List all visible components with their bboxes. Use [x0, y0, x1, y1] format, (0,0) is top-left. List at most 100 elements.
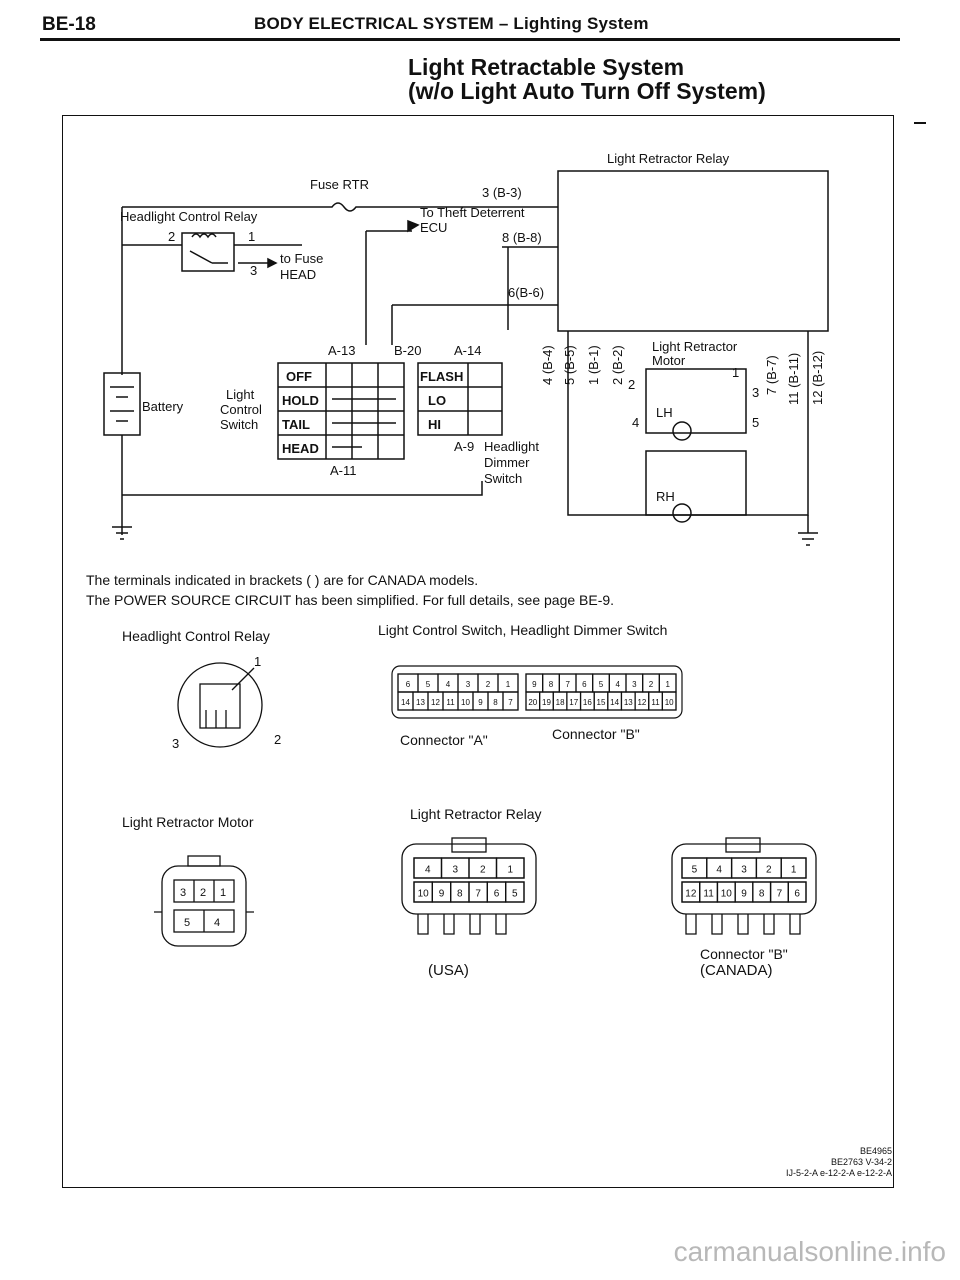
light-retractor-relay-label: Light Retractor Relay	[607, 151, 730, 166]
canada-top-pin-label: 5	[692, 864, 698, 875]
note-canada: The terminals indicated in brackets ( ) …	[86, 572, 479, 588]
dimmer-label-3: Switch	[484, 471, 522, 486]
battery-symbol	[110, 386, 134, 422]
motor-pin-bottom-1: 5	[184, 917, 190, 929]
connector-b-top-pin-label: 8	[549, 680, 554, 689]
usa-top-pin-label: 3	[452, 864, 458, 875]
terminal-8b8: 8 (B-8)	[502, 230, 542, 245]
relay-connector-outline	[177, 662, 263, 748]
relay-connector-body	[199, 683, 241, 729]
connector-a-bottom-pin-label: 9	[478, 698, 483, 707]
connector-b-bottom-pin-label: 18	[556, 698, 565, 707]
motor-pin-2: 2	[628, 377, 635, 392]
canada-bottom-pin-label: 6	[794, 888, 800, 899]
usa-top-cell	[495, 857, 525, 879]
b8-wire	[502, 246, 558, 330]
terminal-a11: A-11	[330, 463, 357, 478]
dimmer-hi: HI	[428, 417, 441, 432]
usa-bottom-pin-label: 10	[418, 888, 430, 899]
canada-connector-latch	[725, 837, 761, 853]
connector-b-bottom-pin-label: 17	[569, 698, 578, 707]
motor-label-2: Motor	[652, 353, 686, 368]
switch-connections	[332, 398, 396, 448]
connector-b-top-pin-label: 3	[632, 680, 637, 689]
switch-connector-outline	[391, 665, 683, 719]
canada-bottom-pin-label: 11	[703, 888, 714, 899]
usa-bottom-pin-label: 5	[512, 888, 518, 899]
terminal-3b3: 3 (B-3)	[482, 185, 522, 200]
edge-mark	[914, 122, 926, 124]
figure-frame	[62, 115, 894, 1188]
headlight-control-relay-title: Headlight Control Relay	[122, 628, 270, 644]
headlight-control-relay-connector: 1 2 3	[172, 654, 281, 751]
motor-connector-outline	[161, 865, 247, 947]
vterm-2b2: 2 (B-2)	[610, 345, 625, 385]
connector-b-top-pin-label: 2	[649, 680, 654, 689]
switch-tail: TAIL	[282, 417, 310, 432]
section-title: Light Retractable System	[408, 54, 685, 80]
motor-pin-4: 4	[632, 415, 639, 430]
light-retractor-relay-box	[557, 170, 829, 332]
dimmer-grid	[418, 363, 502, 435]
canada-top-pin-label: 3	[741, 864, 747, 875]
usa-bottom-pin-label: 7	[475, 888, 481, 899]
motor-pin-5: 5	[752, 415, 759, 430]
connector-b-bottom-cell	[661, 691, 677, 711]
motor-top-row	[173, 879, 235, 903]
watermark: carmanualsonline.info	[673, 1236, 946, 1267]
connector-a-top-pin-label: 4	[446, 680, 451, 689]
canada-caption: (CANADA)	[700, 962, 773, 979]
connector-b-canada-caption: Connector "B"	[700, 946, 788, 962]
vterm-12b12: 12 (B-12)	[810, 351, 825, 405]
ground-symbol-left	[112, 526, 132, 540]
usa-bottom-cell	[505, 881, 525, 903]
switch-hold: HOLD	[282, 393, 319, 408]
connector-b-bottom-pin-label: 11	[651, 698, 660, 707]
usa-caption: (USA)	[428, 962, 469, 979]
motor-rh-symbol	[672, 503, 692, 523]
usa-top-pin-label: 4	[425, 864, 431, 875]
terminal-b20: B-20	[394, 343, 421, 358]
usa-top-pin-label: 2	[480, 864, 486, 875]
motor-pin-top-3: 1	[220, 887, 226, 899]
canada-bottom-pin-label: 7	[777, 888, 783, 899]
motor-rh-box	[645, 450, 747, 516]
connector-b-top-pin-label: 4	[615, 680, 620, 689]
connector-b-bottom-pin-label: 10	[665, 698, 674, 707]
canada-connector-outline	[671, 843, 817, 915]
section-subtitle: (w/o Light Auto Turn Off System)	[408, 78, 766, 104]
vterm-5b5: 5 (B-5)	[562, 345, 577, 385]
to-fuse-head-label: HEAD	[280, 267, 316, 282]
vterm-7b7: 7 (B-7)	[764, 355, 779, 395]
motor-lh-symbol	[672, 421, 692, 441]
connector-a-bottom-pin-label: 11	[446, 698, 455, 707]
to-fuse-label: to Fuse	[280, 251, 323, 266]
canada-bottom-pin-label: 12	[685, 888, 697, 899]
figure-code-3: IJ-5-2-A e-12-2-A e-12-2-A	[785, 1168, 892, 1178]
connector-b-bottom-pin-label: 13	[624, 698, 633, 707]
canada-bottom-pin-label: 10	[721, 888, 733, 899]
switch-label-3: Switch	[220, 417, 258, 432]
dimmer-switch-table	[417, 362, 503, 436]
relay-pin-3: 3	[250, 263, 257, 278]
usa-connector-feet	[417, 914, 507, 935]
connector-b-bottom-pin-label: 20	[528, 698, 537, 707]
switch-connector-title: Light Control Switch, Headlight Dimmer S…	[378, 622, 668, 638]
figure-code-2: BE2763 V-34-2	[830, 1157, 892, 1167]
connector-a-bottom-pin-label: 10	[461, 698, 470, 707]
connector-b-top-pin-label: 9	[532, 680, 537, 689]
headlight-control-relay-label: Headlight Control Relay	[120, 209, 258, 224]
page-header-title: BODY ELECTRICAL SYSTEM – Lighting System	[254, 14, 649, 33]
connector-a-caption: Connector "A"	[400, 732, 488, 748]
canada-top-pin-label: 4	[716, 864, 722, 875]
figure-code-1: BE4965	[859, 1146, 892, 1156]
switch-label-2: Control	[220, 402, 262, 417]
relay-pin1-leader	[231, 667, 255, 691]
connector-b-caption: Connector "B"	[552, 726, 640, 742]
note-power-source: The POWER SOURCE CIRCUIT has been simpli…	[86, 592, 615, 608]
connector-a-bottom-pin-label: 13	[416, 698, 425, 707]
motor-lh-box	[645, 368, 747, 434]
canada-bottom-pin-label: 9	[741, 888, 747, 899]
